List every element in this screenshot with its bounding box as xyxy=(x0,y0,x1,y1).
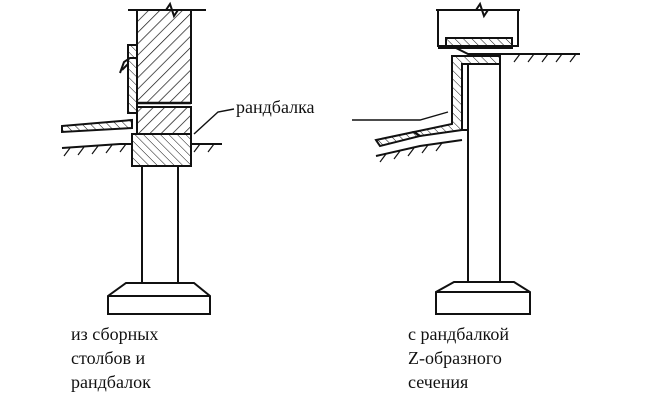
caption-left-line-3: рандбалок xyxy=(71,372,151,392)
caption-right-line-1: с рандбалкой xyxy=(408,324,510,344)
randbalka-leaders xyxy=(193,108,449,135)
left-wall-strip xyxy=(127,44,138,114)
randbalka-label: рандбалка xyxy=(236,97,315,117)
left-ground-line xyxy=(61,143,132,149)
right-soil-hatch-bottom xyxy=(379,142,443,163)
left-wall xyxy=(136,9,192,104)
left-randbalka xyxy=(131,133,192,167)
right-slab-bottom xyxy=(445,37,513,49)
leader-right xyxy=(352,111,449,121)
right-column xyxy=(467,63,501,283)
caption-left-line-1: из сборных xyxy=(71,324,159,344)
left-plinth xyxy=(136,106,192,135)
left-foundation-drawing xyxy=(61,1,222,315)
leader-left xyxy=(193,108,235,135)
right-z-randbalka xyxy=(411,55,501,138)
right-footing xyxy=(435,281,531,315)
caption-right-line-3: сечения xyxy=(408,372,469,392)
left-soil-hatch xyxy=(63,143,215,157)
left-blind-area xyxy=(61,118,133,134)
caption-right: с рандбалкой Z-образного сечения xyxy=(408,322,509,394)
left-footing xyxy=(107,282,211,315)
left-column xyxy=(141,165,179,284)
right-foundation-drawing xyxy=(374,1,580,315)
right-ground-line-bottom xyxy=(375,139,463,157)
right-soil-hatch-top xyxy=(513,53,577,63)
caption-left: из сборных столбов и рандбалок xyxy=(71,322,158,394)
caption-left-line-2: столбов и xyxy=(71,348,146,368)
left-cornice xyxy=(119,57,137,74)
caption-right-line-2: Z-образного xyxy=(408,348,502,368)
right-blind-area xyxy=(374,130,423,148)
